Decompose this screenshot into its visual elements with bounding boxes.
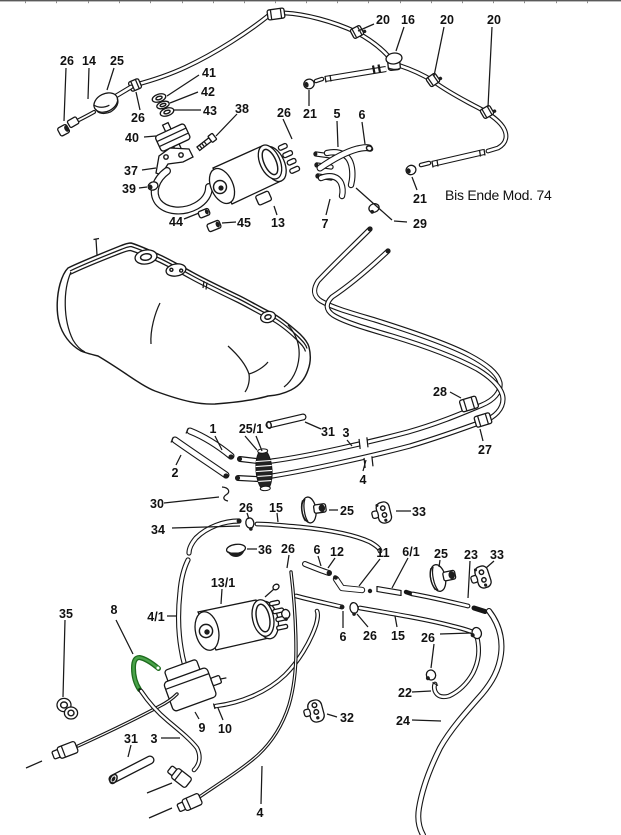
svg-text:22: 22 xyxy=(398,686,412,700)
svg-text:3: 3 xyxy=(343,426,350,440)
svg-text:26: 26 xyxy=(421,631,435,645)
svg-text:34: 34 xyxy=(151,523,165,537)
svg-text:28: 28 xyxy=(433,385,447,399)
svg-text:15: 15 xyxy=(269,501,283,515)
svg-text:20: 20 xyxy=(487,13,501,27)
svg-text:16: 16 xyxy=(401,13,415,27)
svg-text:44: 44 xyxy=(169,215,183,229)
svg-text:32: 32 xyxy=(340,711,354,725)
svg-text:26: 26 xyxy=(60,54,74,68)
svg-text:1: 1 xyxy=(210,422,217,436)
svg-text:26: 26 xyxy=(131,111,145,125)
svg-text:38: 38 xyxy=(235,102,249,116)
svg-text:20: 20 xyxy=(440,13,454,27)
svg-text:21: 21 xyxy=(303,107,317,121)
svg-text:13/1: 13/1 xyxy=(211,576,235,590)
svg-text:25: 25 xyxy=(110,54,124,68)
svg-text:7: 7 xyxy=(322,217,329,231)
svg-text:26: 26 xyxy=(239,501,253,515)
svg-text:40: 40 xyxy=(125,131,139,145)
svg-text:3: 3 xyxy=(151,732,158,746)
svg-text:11: 11 xyxy=(376,546,389,560)
svg-text:37: 37 xyxy=(124,164,138,178)
svg-text:13: 13 xyxy=(271,216,285,230)
svg-text:26: 26 xyxy=(277,106,291,120)
svg-text:26: 26 xyxy=(281,542,295,556)
svg-text:35: 35 xyxy=(59,607,73,621)
svg-text:36: 36 xyxy=(258,543,272,557)
svg-text:33: 33 xyxy=(490,548,504,562)
svg-text:43: 43 xyxy=(203,104,217,118)
svg-text:14: 14 xyxy=(82,54,96,68)
svg-text:41: 41 xyxy=(202,66,216,80)
svg-text:10: 10 xyxy=(218,722,232,736)
svg-text:25: 25 xyxy=(340,504,354,518)
svg-text:27: 27 xyxy=(478,443,492,457)
svg-text:4/1: 4/1 xyxy=(147,610,164,624)
svg-text:26: 26 xyxy=(363,629,377,643)
svg-text:15: 15 xyxy=(391,629,405,643)
svg-text:4: 4 xyxy=(360,473,367,487)
svg-text:25/1: 25/1 xyxy=(239,422,263,436)
svg-text:12: 12 xyxy=(330,545,344,559)
svg-text:6: 6 xyxy=(314,543,321,557)
svg-text:6/1: 6/1 xyxy=(402,545,419,559)
svg-text:6: 6 xyxy=(359,108,366,122)
svg-text:31: 31 xyxy=(321,425,335,439)
svg-text:31: 31 xyxy=(124,732,138,746)
svg-text:33: 33 xyxy=(412,505,426,519)
svg-text:29: 29 xyxy=(413,217,427,231)
svg-text:45: 45 xyxy=(237,216,251,230)
svg-text:8: 8 xyxy=(111,603,118,617)
svg-text:5: 5 xyxy=(334,107,341,121)
svg-text:21: 21 xyxy=(413,192,427,206)
svg-text:4: 4 xyxy=(257,806,264,820)
svg-text:9: 9 xyxy=(199,721,206,735)
svg-text:25: 25 xyxy=(434,547,448,561)
svg-text:Bis Ende Mod. 74: Bis Ende Mod. 74 xyxy=(445,187,552,203)
svg-text:39: 39 xyxy=(122,182,136,196)
svg-text:20: 20 xyxy=(376,13,390,27)
svg-text:23: 23 xyxy=(464,548,478,562)
svg-text:2: 2 xyxy=(172,466,179,480)
svg-text:30: 30 xyxy=(150,497,164,511)
svg-text:24: 24 xyxy=(396,714,410,728)
svg-text:42: 42 xyxy=(201,85,215,99)
svg-text:6: 6 xyxy=(340,630,347,644)
